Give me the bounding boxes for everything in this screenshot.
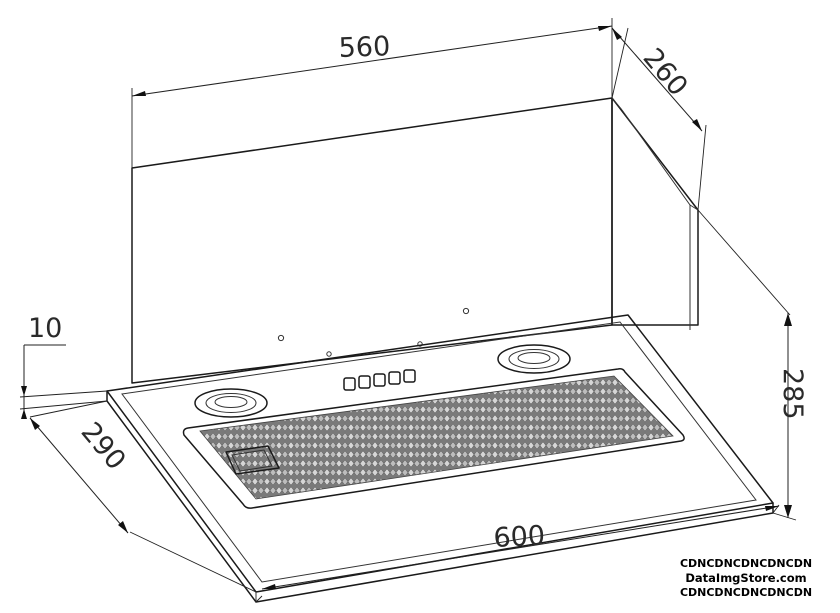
dim-top-depth: 260 xyxy=(611,27,707,211)
dim-top-width: 560 xyxy=(131,18,613,168)
dim-label-560: 560 xyxy=(338,31,391,64)
screw-left xyxy=(277,334,285,342)
dim-label-290: 290 xyxy=(75,417,132,476)
light-right xyxy=(497,344,571,374)
watermark-line-2: DataImgStore.com xyxy=(685,571,807,585)
watermark-line-3: CDNCDNCDNCDNCDN xyxy=(679,586,813,599)
control-button-1 xyxy=(343,377,356,391)
dim-bottom-width: 600 xyxy=(255,504,780,603)
light-left-icon xyxy=(194,388,268,418)
grease-filter xyxy=(182,368,685,509)
screw-right xyxy=(462,307,470,315)
control-button-4 xyxy=(388,371,401,385)
dim-panel-thickness: 10 xyxy=(19,313,108,419)
control-button-3 xyxy=(373,373,386,387)
dim-label-600: 600 xyxy=(493,520,546,554)
dim-label-260: 260 xyxy=(637,43,694,102)
light-left xyxy=(194,388,268,418)
dim-height: 285 xyxy=(697,209,808,521)
control-buttons xyxy=(343,369,416,391)
control-button-2 xyxy=(358,375,371,389)
watermark-line-1: CDNCDNCDNCDNCDN xyxy=(679,557,813,570)
side-bevel xyxy=(621,109,691,330)
dim-label-10: 10 xyxy=(28,313,62,344)
panel-inner-rim xyxy=(121,321,757,583)
filter-frame xyxy=(182,368,685,509)
upper-box-front xyxy=(131,97,613,384)
filter-handle xyxy=(225,445,280,475)
watermark: CDNCDNCDNCDNCDN DataImgStore.com CDNCDNC… xyxy=(660,556,832,600)
dim-label-285: 285 xyxy=(777,368,808,420)
upper-box-side xyxy=(611,97,699,326)
light-right-icon xyxy=(497,344,571,374)
hood-body xyxy=(106,97,774,603)
filter-mesh xyxy=(199,375,674,500)
control-button-5 xyxy=(403,369,416,383)
